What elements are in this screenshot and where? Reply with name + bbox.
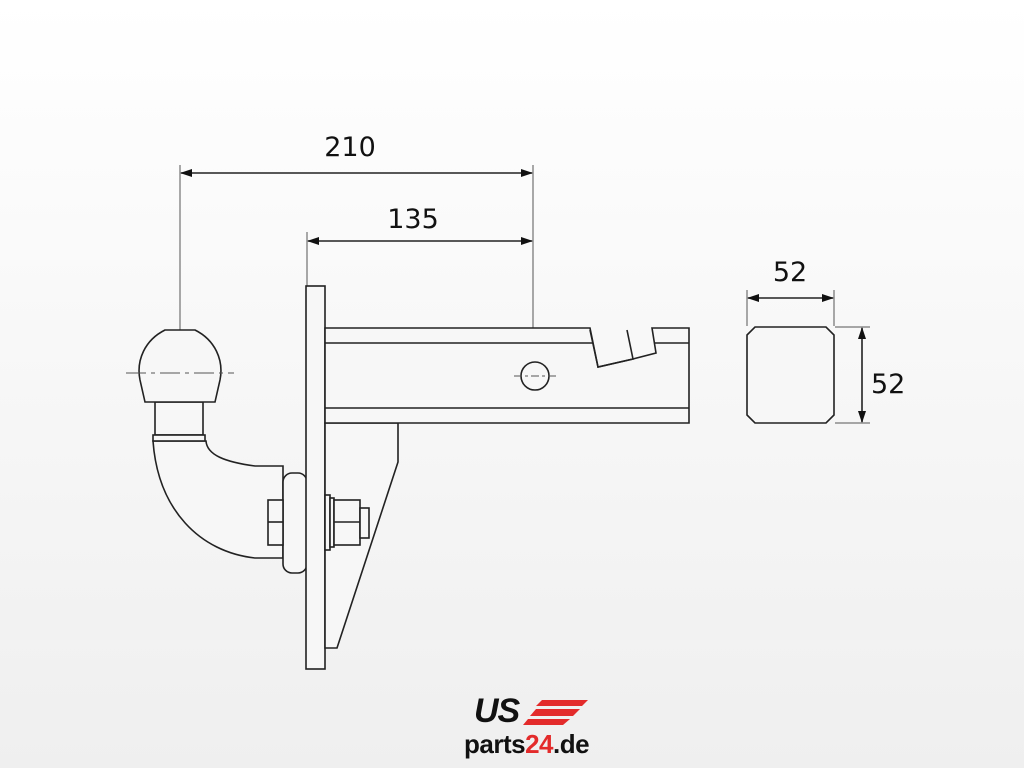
bar-cross-section: 52 52 [746,257,905,424]
dimension-label-135: 135 [387,204,439,235]
ball-hook [126,329,308,574]
square-bar [324,327,690,424]
logo-tld: .de [553,729,590,759]
dimension-label-height: 52 [871,369,905,400]
dimension-label-width: 52 [773,257,807,288]
dimension-210: 210 [179,132,534,455]
usparts24-logo: US parts24.de [462,694,632,760]
dimension-label-210: 210 [324,132,376,163]
mounting-plate [305,285,326,670]
logo-stripes [523,700,588,725]
logo-parts: parts [464,729,526,759]
logo-domain: parts24.de [464,729,590,759]
bolt-assembly [267,494,370,551]
logo-us: US [474,692,520,730]
logo-24: 24 [525,729,553,759]
dimension-135: 135 [306,204,533,286]
